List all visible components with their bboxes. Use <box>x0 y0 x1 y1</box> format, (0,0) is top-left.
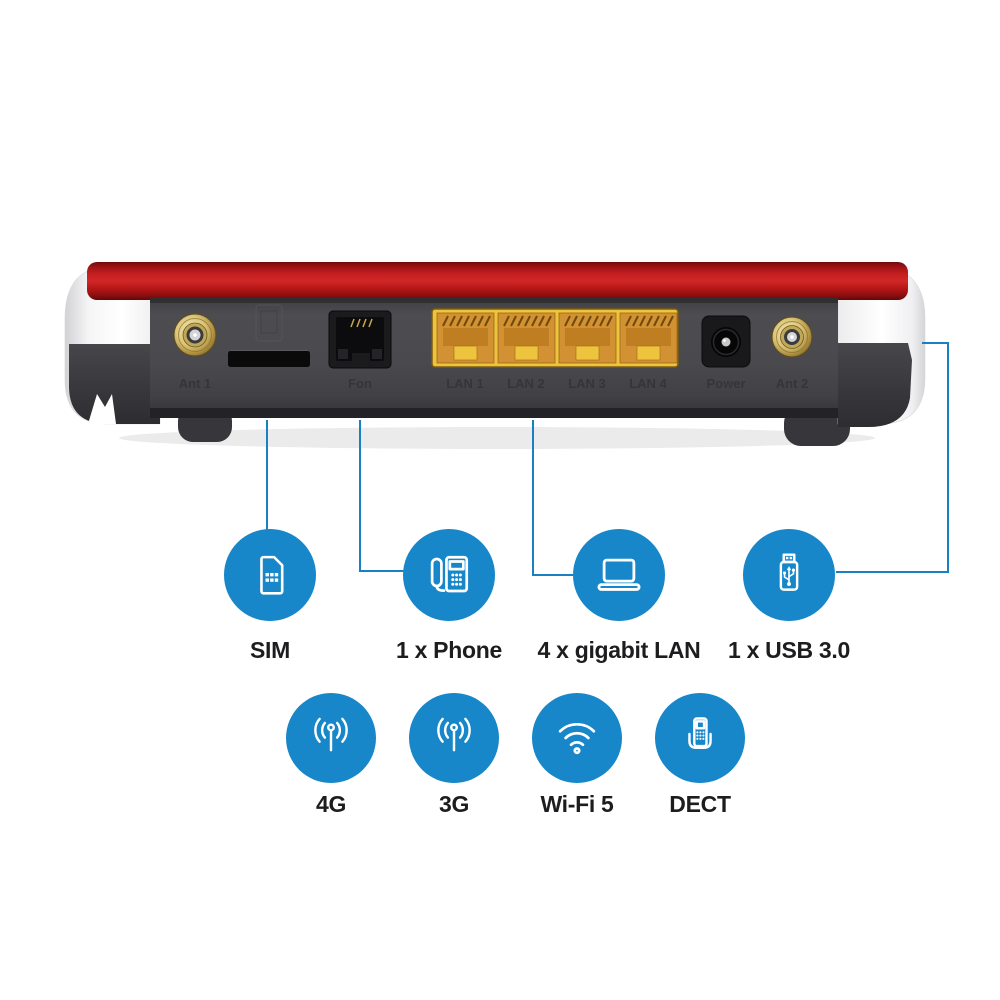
cellular-antenna-icon <box>437 717 471 752</box>
port-label-ant1: Ant 1 <box>179 376 212 391</box>
panel-bottom-lip <box>150 408 838 418</box>
sim-slot <box>228 350 310 367</box>
power-jack <box>701 315 751 368</box>
port-label-lan1: LAN 1 <box>446 376 484 391</box>
wall-mount-notch <box>88 394 116 424</box>
usb-callout-line-h1 <box>922 342 949 344</box>
lan-callout-line-h <box>532 574 574 576</box>
dect-handset-icon <box>688 717 712 749</box>
lan-port-2 <box>497 312 556 364</box>
laptop-icon <box>597 558 641 591</box>
lan-port-1 <box>436 312 495 364</box>
phone-callout-line-h <box>359 570 404 572</box>
port-label-lan3: LAN 3 <box>568 376 606 391</box>
ground-shadow <box>119 427 875 449</box>
red-top-band <box>87 262 908 300</box>
4g-feature-badge <box>286 693 376 783</box>
3g-feature-label: 3G <box>438 791 470 817</box>
dect-feature-badge <box>655 693 745 783</box>
dect-feature-label: DECT <box>669 791 731 817</box>
lan-port-4 <box>619 312 678 364</box>
sim-feature-label: SIM <box>250 637 290 663</box>
port-label-lan4: LAN 4 <box>629 376 667 391</box>
usb-feature-badge <box>743 529 835 621</box>
sim-callout-line <box>266 420 268 530</box>
wifi-feature-label: Wi-Fi 5 <box>540 791 614 817</box>
port-label-power: Power <box>706 376 745 391</box>
sim-card-icon <box>260 555 284 595</box>
3g-feature-badge <box>409 693 499 783</box>
wifi-icon <box>558 722 596 755</box>
4g-feature-label: 4G <box>315 791 347 817</box>
panel-top-shadow <box>150 297 838 303</box>
port-label-fon: Fon <box>348 376 372 391</box>
lan-feature-badge <box>573 529 665 621</box>
lan-ports <box>431 308 679 368</box>
port-label-ant2: Ant 2 <box>776 376 809 391</box>
cellular-antenna-icon <box>314 717 348 752</box>
wifi-feature-badge <box>532 693 622 783</box>
port-label-lan2: LAN 2 <box>507 376 545 391</box>
ant1-connector <box>173 313 217 357</box>
usb-callout-line-v <box>947 342 949 573</box>
sim-emboss-mark <box>255 304 283 342</box>
fon-port <box>328 310 392 369</box>
router-image: Ant 1 Fon LAN 1 LAN 2 LAN 3 LAN 4 Power … <box>64 262 926 449</box>
usb-feature-label: 1 x USB 3.0 <box>728 637 850 663</box>
ant2-connector <box>771 316 813 358</box>
phone-feature-badge <box>403 529 495 621</box>
usb-callout-line-h2 <box>836 571 949 573</box>
sim-feature-badge <box>224 529 316 621</box>
phone-callout-line-v <box>359 420 361 572</box>
lan-feature-label: 4 x gigabit LAN <box>537 637 701 663</box>
lan-callout-line-v <box>532 420 534 576</box>
phone-feature-label: 1 x Phone <box>396 637 502 663</box>
desk-phone-icon <box>430 555 469 593</box>
usb-stick-icon <box>779 553 799 591</box>
lan-port-3 <box>558 312 617 364</box>
